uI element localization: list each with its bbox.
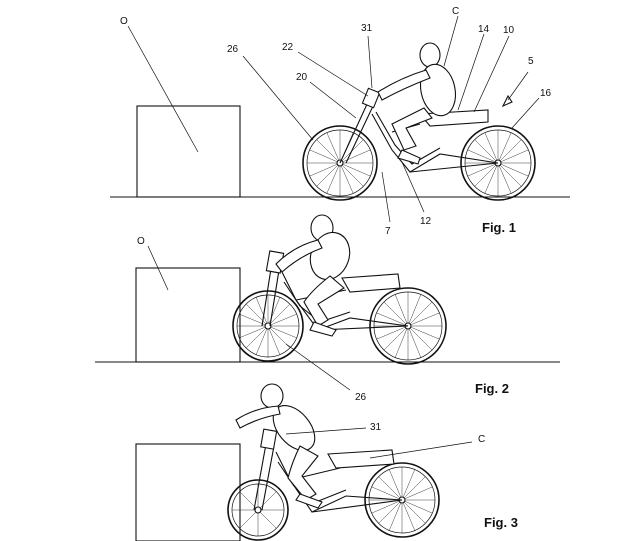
rider [235,383,323,509]
motorcycle-frame [261,250,409,331]
figure-1: O C 5 26 22 20 31 14 10 16 7 12 Fig. 1 [110,6,570,237]
label-seat-fig1: 14 [478,24,490,35]
leader-front-wheel-fig2 [285,343,351,391]
label-rider-fig1: C [452,6,459,17]
label-front-wheel-fig1: 26 [227,44,239,55]
figure-2: O 26 Fig. 2 [95,214,560,403]
label-handlebar-fig3: 31 [370,422,382,433]
label-link-fig1: 12 [420,216,432,227]
label-steering-fig1: 20 [296,72,308,83]
label-fork-fig1: 22 [282,42,294,53]
leader-rider-fig3 [369,441,473,459]
leader-lines-fig1 [127,15,540,223]
label-rear-wheel-fig1: 16 [540,88,552,99]
leader-obstacle-fig2 [147,245,169,291]
label-pivot-fig1: 7 [385,226,391,237]
label-handlebar-fig1: 31 [361,23,373,34]
rider [377,42,457,165]
caption-fig2: Fig. 2 [475,381,509,396]
label-rider-fig3: C [478,434,485,445]
label-obstacle-fig1: O [120,16,128,27]
label-front-wheel-fig2: 26 [355,392,367,403]
label-frame-fig1: 5 [528,56,534,67]
label-tank-fig1: 10 [503,25,515,36]
obstacle-block [136,105,241,198]
figure-3: 31 C Fig. 3 [135,383,518,541]
leader-handlebar-fig3 [285,427,367,435]
obstacle-block [135,267,241,363]
rider [275,214,351,337]
obstacle-block [135,443,241,541]
caption-fig1: Fig. 1 [482,220,516,235]
front-wheel [227,479,289,541]
caption-fig3: Fig. 3 [484,515,518,530]
label-obstacle-fig2: O [137,236,145,247]
front-wheel [232,290,304,362]
